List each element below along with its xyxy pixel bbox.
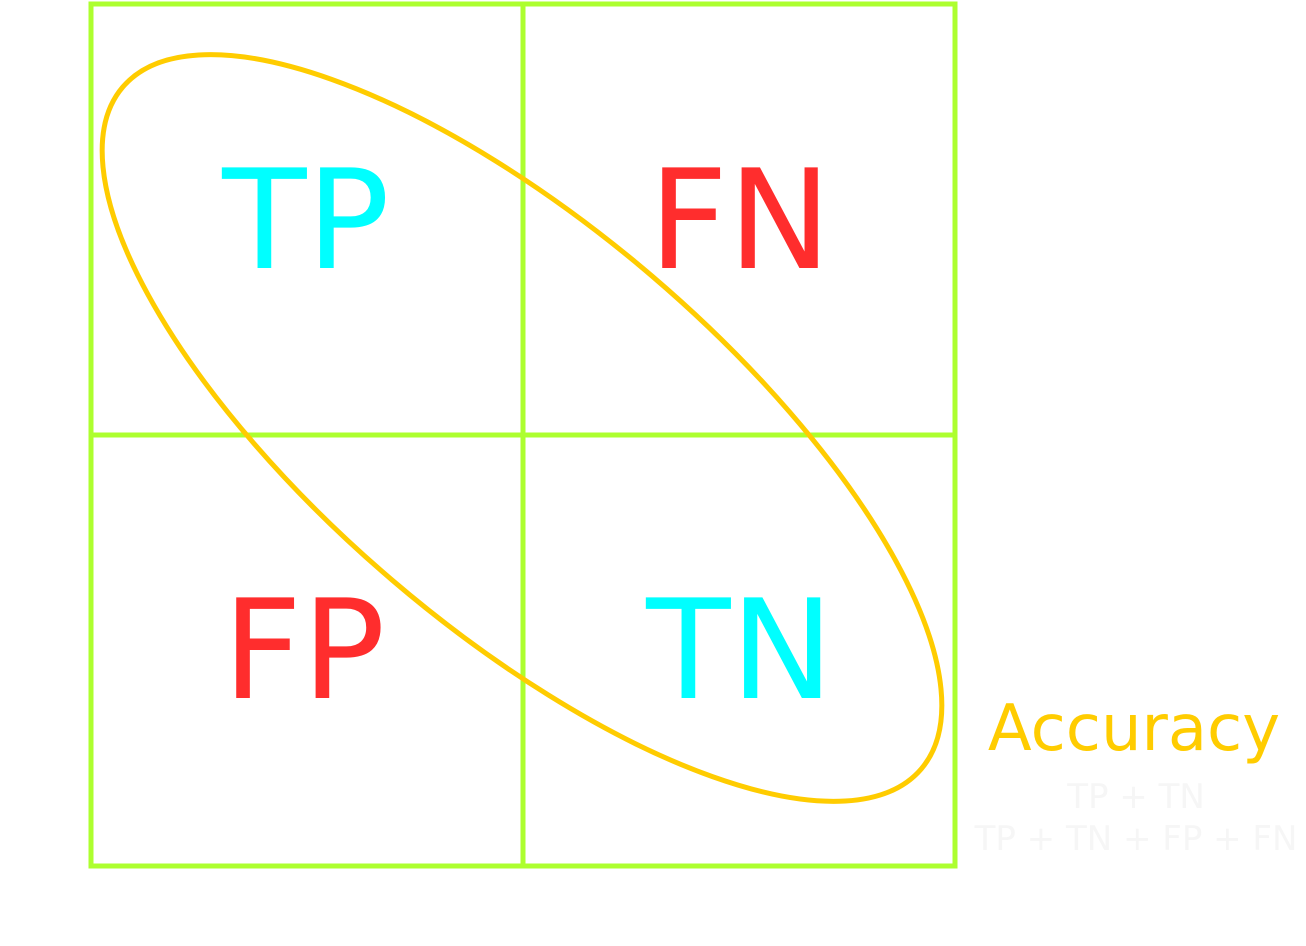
- cell-fp-label: FP: [223, 570, 386, 731]
- accuracy-title: Accuracy: [988, 692, 1280, 766]
- matrix-grid: [88, 1, 958, 869]
- accuracy-formula-denominator: TP + TN + FP + FN: [974, 819, 1298, 859]
- cell-tn-label: TN: [645, 570, 834, 731]
- accuracy-formula-numerator: TP + TN: [1066, 777, 1205, 817]
- accuracy-diagonal-ellipse: [99, 52, 945, 804]
- cell-tp-label: TP: [221, 140, 390, 301]
- cell-fn-label: FN: [649, 140, 832, 301]
